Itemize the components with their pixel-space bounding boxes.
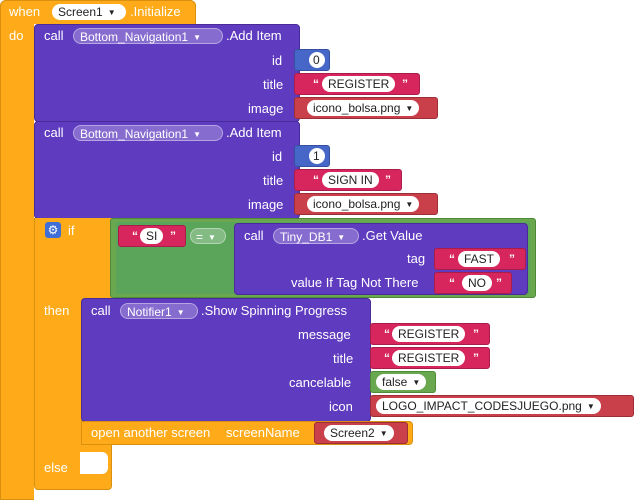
quote-close: ” (473, 351, 479, 365)
open-screen-label: open another screen (91, 425, 211, 440)
quote-open: “ (313, 77, 319, 91)
component-name: Bottom_Navigation1 (80, 127, 189, 141)
method-label: .Get Value (362, 228, 423, 243)
screen-name-param-label: screenName (226, 425, 300, 440)
method-label: .Add Item (226, 125, 282, 140)
call-label: call (44, 28, 64, 43)
method-label: .Add Item (226, 28, 282, 43)
quote-close: ” (509, 252, 515, 266)
title-param-label: title (263, 173, 284, 188)
chevron-down-icon: ▼ (405, 103, 414, 113)
call-label: call (244, 228, 264, 243)
chevron-down-icon: ▼ (107, 7, 116, 17)
screen-name-value: Screen2 (330, 426, 375, 440)
quote-close: ” (402, 77, 408, 91)
tinydb-dropdown[interactable]: Tiny_DB1 ▼ (273, 228, 359, 244)
method-label: .Show Spinning Progress (201, 303, 347, 318)
operator-label: = (196, 230, 204, 244)
message-param-label: message (298, 327, 351, 342)
default-value-label: value If Tag Not There (291, 275, 419, 290)
notifier-dropdown[interactable]: Notifier1 ▼ (120, 303, 198, 319)
icon-param-label: icon (329, 399, 353, 414)
bottom-navigation-dropdown[interactable]: Bottom_Navigation1 ▼ (73, 125, 223, 141)
chevron-down-icon: ▼ (193, 129, 201, 139)
image-param-label: image (248, 197, 284, 212)
quote-open: “ (449, 276, 455, 290)
initialize-label: .Initialize (130, 4, 181, 19)
then-label: then (44, 303, 70, 318)
quote-close: ” (473, 327, 479, 341)
image-asset-name: icono_bolsa.png (313, 101, 401, 115)
if-label: if (68, 223, 75, 238)
quote-open: “ (313, 173, 319, 187)
show-spinning-progress-block[interactable] (81, 298, 371, 422)
image-asset-dropdown[interactable]: icono_bolsa.png ▼ (307, 196, 420, 212)
title-param-label: title (333, 351, 354, 366)
quote-open: “ (384, 351, 390, 365)
quote-close: ” (496, 276, 502, 290)
when-label: when (9, 4, 41, 19)
title-param-label: title (263, 77, 284, 92)
screen1-dropdown[interactable]: Screen1 ▼ (52, 4, 126, 20)
icon-asset-dropdown[interactable]: LOGO_IMPACT_CODESJUEGO.png ▼ (376, 398, 601, 414)
tag-value[interactable]: FAST (458, 251, 501, 267)
id-param-label: id (272, 149, 283, 164)
title-value[interactable]: REGISTER (392, 350, 466, 366)
chevron-down-icon: ▼ (337, 232, 346, 242)
quote-open: “ (132, 229, 138, 243)
component-name: Bottom_Navigation1 (80, 30, 189, 44)
quote-close: ” (170, 229, 176, 243)
chevron-down-icon: ▼ (208, 232, 216, 242)
bottom-navigation-dropdown[interactable]: Bottom_Navigation1 ▼ (73, 28, 223, 44)
image-asset-dropdown[interactable]: icono_bolsa.png ▼ (307, 100, 420, 116)
quote-open: “ (384, 327, 390, 341)
else-slot-notch (80, 452, 108, 474)
quote-close: ” (385, 173, 391, 187)
title-value[interactable]: SIGN IN (322, 172, 379, 188)
screen1-dropdown-label: Screen1 (58, 5, 103, 19)
chevron-down-icon: ▼ (193, 32, 201, 42)
id-value[interactable]: 1 (309, 148, 325, 164)
cancelable-dropdown[interactable]: false ▼ (376, 374, 427, 390)
component-name: Tiny_DB1 (280, 230, 333, 244)
default-value[interactable]: NO (462, 275, 492, 291)
else-label: else (44, 460, 68, 475)
screen-name-dropdown[interactable]: Screen2 ▼ (324, 425, 394, 441)
quote-open: “ (449, 252, 455, 266)
id-value[interactable]: 0 (309, 52, 325, 68)
si-value[interactable]: SI (140, 228, 164, 244)
chevron-down-icon: ▼ (586, 401, 595, 411)
image-param-label: image (248, 101, 284, 116)
call-label: call (44, 125, 64, 140)
title-value[interactable]: REGISTER (322, 76, 396, 92)
call-label: call (91, 303, 111, 318)
id-param-label: id (272, 53, 283, 68)
image-asset-name: icono_bolsa.png (313, 197, 401, 211)
cancelable-value: false (382, 375, 408, 389)
cancelable-param-label: cancelable (289, 375, 352, 390)
gear-icon[interactable]: ⚙ (45, 222, 61, 238)
tag-param-label: tag (407, 251, 426, 266)
compare-operator-dropdown[interactable]: =▼ (190, 228, 226, 244)
chevron-down-icon: ▼ (379, 428, 388, 438)
chevron-down-icon: ▼ (412, 377, 421, 387)
do-label: do (9, 28, 24, 43)
component-name: Notifier1 (127, 305, 172, 319)
chevron-down-icon: ▼ (176, 307, 185, 317)
chevron-down-icon: ▼ (405, 199, 414, 209)
message-value[interactable]: REGISTER (392, 326, 466, 342)
icon-asset-name: LOGO_IMPACT_CODESJUEGO.png (382, 399, 582, 413)
